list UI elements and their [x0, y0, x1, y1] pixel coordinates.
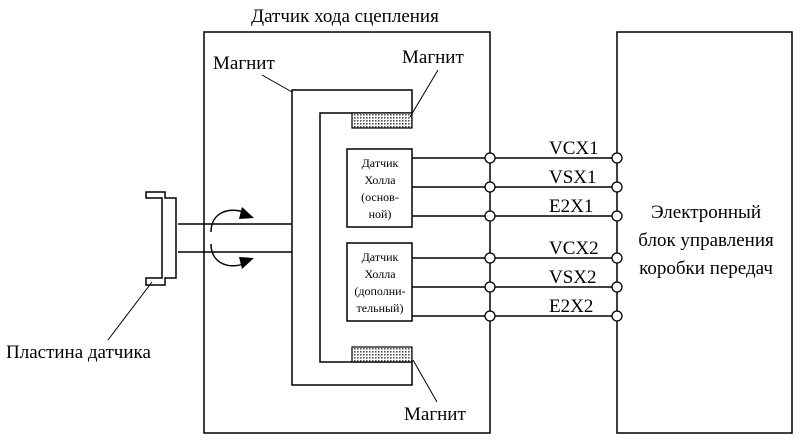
hall-sensor-aux: Датчик Холла (дополни- тельный): [346, 242, 413, 322]
ecu-label-line-2: блок управления: [638, 230, 774, 251]
terminal-ecu-vcx2: [611, 252, 623, 264]
signal-label-vsx2: VSX2: [549, 267, 597, 288]
wire-vcx1: VCX1: [412, 138, 623, 164]
sensor-plate-body: [145, 191, 177, 286]
sensor-housing: [203, 31, 491, 434]
hall-sensor-aux-box: [346, 242, 413, 322]
wire-vcx2: VCX2: [412, 238, 623, 264]
hall-aux-line-1: Датчик: [362, 250, 399, 264]
signal-label-vcx2: VCX2: [549, 238, 599, 259]
rotation-arrow: [210, 207, 254, 269]
terminal-sensor-e2x2: [484, 310, 496, 322]
magnet-leader-top-left: [261, 74, 293, 93]
rotation-arrowhead-top: [239, 207, 254, 219]
sensor-plate: [145, 191, 177, 286]
rotor: [291, 89, 413, 386]
magnet-bottom: [351, 346, 413, 363]
ecu-label: Электронный блок управления коробки пере…: [638, 202, 774, 279]
plate-label: Пластина датчика: [6, 342, 151, 363]
signal-wires: VCX1 VSX1 E2X1 VCX2 VSX2: [412, 138, 623, 322]
hall-aux-line-4: тельный): [357, 301, 404, 315]
wire-vsx1: VSX1: [412, 167, 623, 193]
signal-label-vcx1: VCX1: [549, 138, 599, 159]
terminal-ecu-vsx2: [611, 281, 623, 293]
terminal-sensor-vsx2: [484, 281, 496, 293]
hall-aux-line-2: Холла: [364, 267, 396, 281]
wire-e2x2: E2X2: [412, 296, 623, 322]
magnet-leader-bottom: [412, 359, 438, 403]
rotation-arrowhead-bottom: [239, 257, 254, 269]
hall-sensor-main: Датчик Холла (основ- ной): [346, 148, 413, 228]
shaft: [178, 223, 292, 253]
hall-sensor-main-box: [346, 148, 413, 228]
plate-leader: [107, 281, 153, 341]
ecu-block: [616, 31, 793, 434]
hall-main-line-2: Холла: [364, 173, 396, 187]
magnet-leader-top-right: [409, 69, 439, 118]
rotor-body: [291, 89, 413, 386]
hall-main-line-4: ной): [369, 207, 392, 221]
signal-label-e2x1: E2X1: [549, 196, 593, 217]
terminal-sensor-e2x1: [484, 210, 496, 222]
ecu-label-line-3: коробки передач: [639, 258, 773, 279]
magnet-label-bottom: Магнит: [404, 404, 466, 425]
magnet-label-top-right: Магнит: [402, 47, 464, 68]
wire-vsx2: VSX2: [412, 267, 623, 293]
magnet-label-top-left: Магнит: [213, 53, 275, 74]
terminal-ecu-vsx1: [611, 181, 623, 193]
terminal-ecu-e2x1: [611, 210, 623, 222]
hall-main-line-3: (основ-: [361, 190, 399, 204]
terminal-sensor-vcx1: [484, 152, 496, 164]
magnet-top: [351, 112, 413, 129]
terminal-ecu-vcx1: [611, 152, 623, 164]
terminal-ecu-e2x2: [611, 310, 623, 322]
terminal-sensor-vcx2: [484, 252, 496, 264]
sensor-title: Датчик хода сцепления: [251, 6, 439, 27]
signal-label-vsx1: VSX1: [549, 167, 597, 188]
wire-e2x1: E2X1: [412, 196, 623, 222]
ecu-label-line-1: Электронный: [651, 202, 761, 223]
hall-aux-line-3: (дополни-: [354, 284, 405, 298]
terminal-sensor-vsx1: [484, 181, 496, 193]
signal-label-e2x2: E2X2: [549, 296, 593, 317]
hall-main-line-1: Датчик: [362, 156, 399, 170]
